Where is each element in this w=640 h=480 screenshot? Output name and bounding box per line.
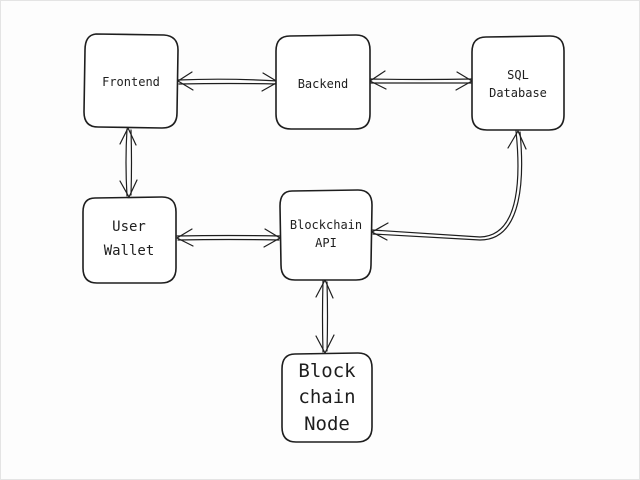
edge-wallet-api — [176, 228, 281, 248]
node-blockchain-node: Block chain Node — [281, 352, 373, 443]
node-blockchain-api: Blockchain API — [279, 189, 373, 281]
node-backend: Backend — [275, 34, 371, 130]
edge-api-node — [315, 279, 335, 354]
node-api-label-line2: API — [315, 236, 337, 250]
node-sql-database: SQL Database — [471, 35, 565, 131]
node-backend-label: Backend — [298, 77, 349, 91]
node-user-wallet: User Wallet — [82, 196, 177, 284]
edge-backend-sql — [369, 70, 473, 91]
node-wallet-label-line1: User — [112, 219, 146, 235]
node-frontend-label: Frontend — [102, 75, 160, 89]
edge-frontend-backend — [177, 71, 279, 92]
node-node-label-line1: Block — [298, 360, 356, 382]
node-sql-label-line1: SQL — [507, 68, 529, 82]
node-frontend: Frontend — [83, 33, 179, 129]
edge-frontend-wallet — [119, 127, 138, 198]
node-wallet-label-line2: Wallet — [104, 243, 155, 259]
node-node-label-line3: Node — [304, 413, 350, 435]
edge-sql-api — [371, 130, 527, 241]
node-sql-label-line2: Database — [489, 86, 547, 100]
node-api-label-line1: Blockchain — [290, 218, 362, 232]
node-node-label-line2: chain — [298, 386, 355, 408]
